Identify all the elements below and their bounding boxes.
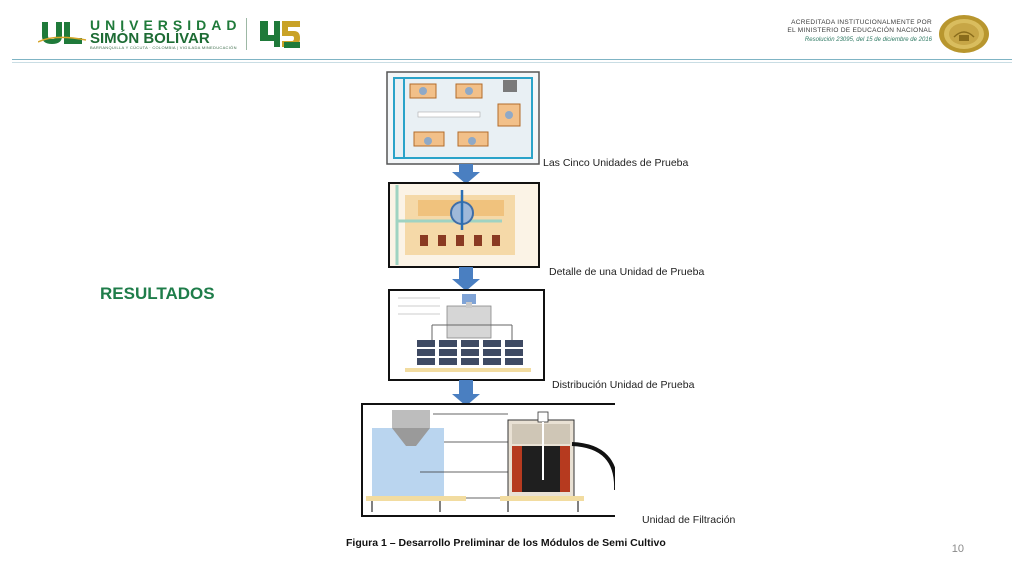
flow-arrow	[452, 267, 480, 291]
stage-label-unit-detail: Detalle de una Unidad de Prueba	[549, 266, 705, 278]
header-divider	[246, 18, 247, 50]
panel-filtration-unit	[361, 403, 615, 517]
university-name-line1: UNIVERSIDAD	[90, 17, 242, 33]
stage-label-filtration: Unidad de Filtración	[642, 514, 736, 526]
header-rule-light	[12, 62, 1012, 63]
accreditation-seal-icon	[939, 15, 989, 53]
university-logo-icon	[38, 22, 87, 44]
accreditation-line2: EL MINISTERIO DE EDUCACIÓN NACIONAL	[787, 27, 932, 34]
panel-test-unit-distribution	[388, 289, 545, 381]
stage-label-unit-distribution: Distribución Unidad de Prueba	[552, 379, 695, 391]
figure-caption: Figura 1 – Desarrollo Preliminar de los …	[346, 537, 666, 549]
university-name-line2: SIMÓN BOLÍVAR	[90, 30, 210, 47]
section-title: RESULTADOS	[100, 284, 215, 303]
panel-five-test-units	[386, 71, 540, 165]
slide-header: UNIVERSIDAD SIMÓN BOLÍVAR BARRANQUILLA Y…	[0, 0, 1024, 64]
panel-test-unit-detail	[388, 182, 540, 268]
header-rule	[12, 59, 1012, 60]
culture-modules-figure	[361, 71, 615, 517]
slide-number: 10	[951, 543, 964, 555]
accreditation-line1: ACREDITADA INSTITUCIONALMENTE POR	[791, 19, 932, 26]
flow-arrow	[452, 164, 480, 184]
stage-label-five-units: Las Cinco Unidades de Prueba	[543, 157, 689, 169]
anniversary-45-logo-icon	[260, 21, 300, 48]
flow-arrow	[452, 380, 480, 406]
accreditation-resolution: Resolución 23095, del 15 de diciembre de…	[804, 37, 932, 43]
university-tagline: BARRANQUILLA Y CÚCUTA · COLOMBIA | VIGIL…	[90, 45, 237, 50]
